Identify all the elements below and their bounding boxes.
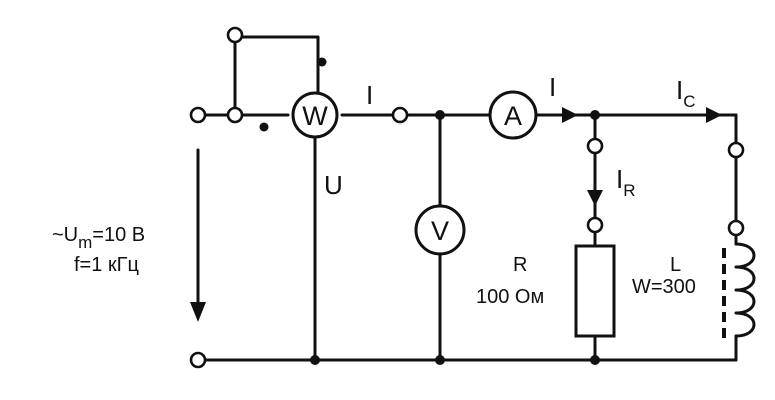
resistor-body bbox=[574, 244, 616, 338]
label-inductor-name: L bbox=[670, 254, 681, 276]
terminal-inductor-upper bbox=[727, 141, 745, 159]
arrow-current-ic bbox=[706, 107, 722, 123]
terminal-wattmeter-in bbox=[226, 106, 244, 124]
wire-wattmeter-loop bbox=[233, 35, 320, 117]
ammeter-label: A bbox=[504, 101, 522, 131]
junction-resistor-bottom bbox=[590, 355, 600, 365]
terminal-resistor-upper bbox=[586, 137, 604, 155]
voltmeter: V bbox=[414, 204, 466, 256]
terminal-resistor-lower bbox=[586, 216, 604, 234]
wattmeter-polarity-dot-voltage bbox=[317, 57, 327, 67]
label-resistor-value: 100 Ом bbox=[476, 286, 544, 308]
terminal-after-wattmeter bbox=[391, 106, 409, 124]
wattmeter: W bbox=[291, 91, 339, 139]
voltmeter-label: V bbox=[431, 216, 449, 246]
label-voltage-u: U bbox=[324, 170, 343, 200]
junction-wattmeter-bottom bbox=[310, 355, 320, 365]
label-current-i-left: I bbox=[366, 80, 373, 110]
label-resistor-name: R bbox=[513, 254, 527, 276]
label-source-amplitude: ~Um=10 В bbox=[52, 224, 145, 252]
ammeter: A bbox=[488, 90, 538, 140]
label-current-i-right: I bbox=[549, 72, 556, 102]
terminal-inductor-lower bbox=[727, 219, 745, 237]
label-current-ic: IC bbox=[676, 75, 696, 111]
label-source-frequency: f=1 кГц bbox=[74, 254, 139, 276]
junction-voltmeter-bottom bbox=[435, 355, 445, 365]
arrow-current-i bbox=[562, 107, 578, 123]
label-inductor-turns: W=300 bbox=[632, 276, 696, 298]
wattmeter-polarity-dot-current bbox=[259, 122, 269, 132]
inductor-coil bbox=[722, 242, 756, 340]
arrow-source-voltage-head bbox=[190, 302, 206, 322]
terminal-input-top bbox=[189, 106, 207, 124]
terminal-input-bottom bbox=[189, 351, 207, 369]
arrow-current-ir bbox=[587, 190, 603, 206]
wattmeter-label: W bbox=[302, 101, 328, 131]
junction-resistor-top bbox=[590, 110, 600, 120]
junction-voltmeter-top bbox=[435, 110, 445, 120]
label-current-ir: IR bbox=[616, 164, 636, 200]
terminal-wattmeter-top bbox=[226, 26, 244, 44]
